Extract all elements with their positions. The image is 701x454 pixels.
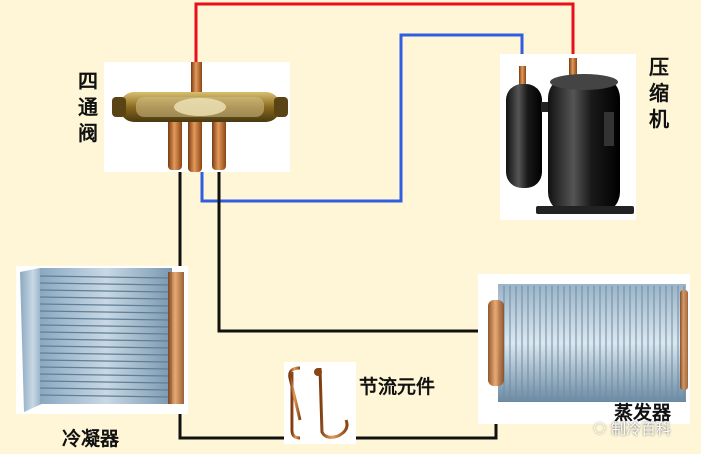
condenser-fin-line	[39, 310, 171, 314]
compressor-label: 压缩机	[649, 55, 669, 131]
condenser-fin-line	[39, 289, 171, 293]
four-way-valve-image	[104, 62, 290, 172]
high-pressure-line	[194, 2, 575, 66]
condenser-fin-line	[39, 359, 171, 363]
compressor-image	[500, 54, 636, 220]
evaporator-image	[478, 274, 690, 424]
evaporator-label: 蒸发器	[614, 402, 672, 424]
watermark-text: 制冷百科	[611, 420, 672, 438]
condenser-image	[16, 266, 188, 414]
condenser-fin-line	[39, 366, 171, 370]
condenser-fin-line	[39, 303, 171, 307]
condenser-fin-line	[39, 296, 171, 300]
four-way-valve-label: 四通阀	[78, 69, 98, 145]
condenser-fin-line	[39, 331, 171, 335]
condenser-fin-line	[39, 394, 171, 398]
watermark-icon: ◌	[593, 418, 607, 436]
condenser-fin-line	[39, 324, 171, 328]
condenser-fin-line	[39, 373, 171, 377]
condenser-label: 冷凝器	[62, 428, 120, 450]
condenser-fin-line	[39, 275, 171, 279]
throttle-element-label: 节流元件	[359, 376, 436, 398]
condenser-fin-line	[39, 317, 171, 321]
condenser-fin-line	[39, 338, 171, 342]
throttle-element-image	[284, 362, 356, 444]
condenser-fin-line	[39, 345, 171, 349]
condenser-fin-line	[39, 380, 171, 384]
condenser-fin-line	[39, 282, 171, 286]
condenser-fin-line	[39, 352, 171, 356]
condenser-fin-line	[39, 387, 171, 391]
low-pressure-line	[200, 33, 524, 203]
